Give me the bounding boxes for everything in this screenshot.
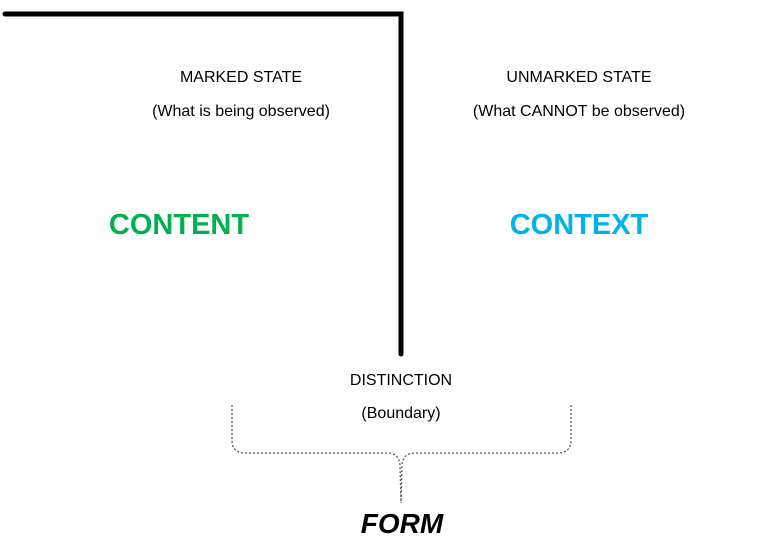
marked-state-subtitle: (What is being observed) bbox=[152, 103, 330, 120]
unmarked-state-subtitle: (What CANNOT be observed) bbox=[472, 103, 686, 120]
distinction-subtitle: (Boundary) bbox=[361, 405, 441, 422]
dotted-brace bbox=[231, 405, 572, 504]
form-label: FORM bbox=[360, 508, 444, 539]
unmarked-state-title: UNMARKED STATE bbox=[506, 69, 652, 86]
distinction-title: DISTINCTION bbox=[349, 372, 453, 389]
context-label: CONTEXT bbox=[509, 209, 649, 241]
content-label: CONTENT bbox=[108, 209, 250, 241]
distinction-mark bbox=[2, 11, 404, 357]
marked-state-title: MARKED STATE bbox=[179, 69, 303, 86]
